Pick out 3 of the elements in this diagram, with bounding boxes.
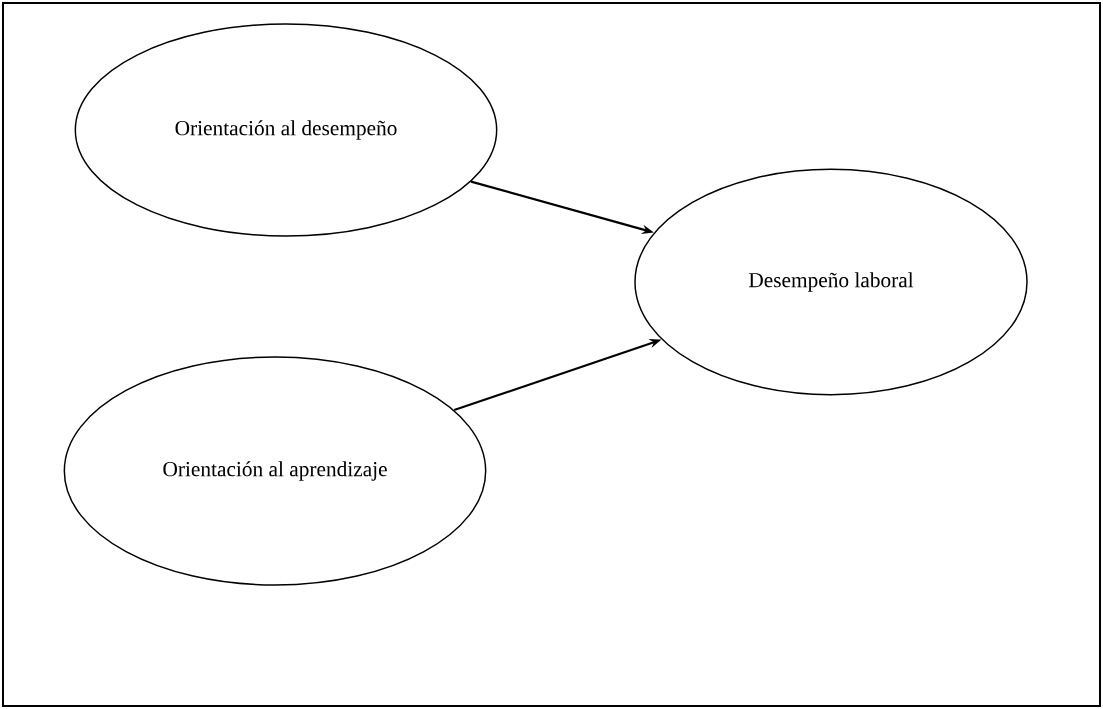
ellipse-node: Orientación al desempeño [74, 23, 498, 237]
ellipse-node: Orientación al aprendizaje [63, 356, 487, 586]
ellipse-node: Desempeño laboral [634, 168, 1028, 396]
